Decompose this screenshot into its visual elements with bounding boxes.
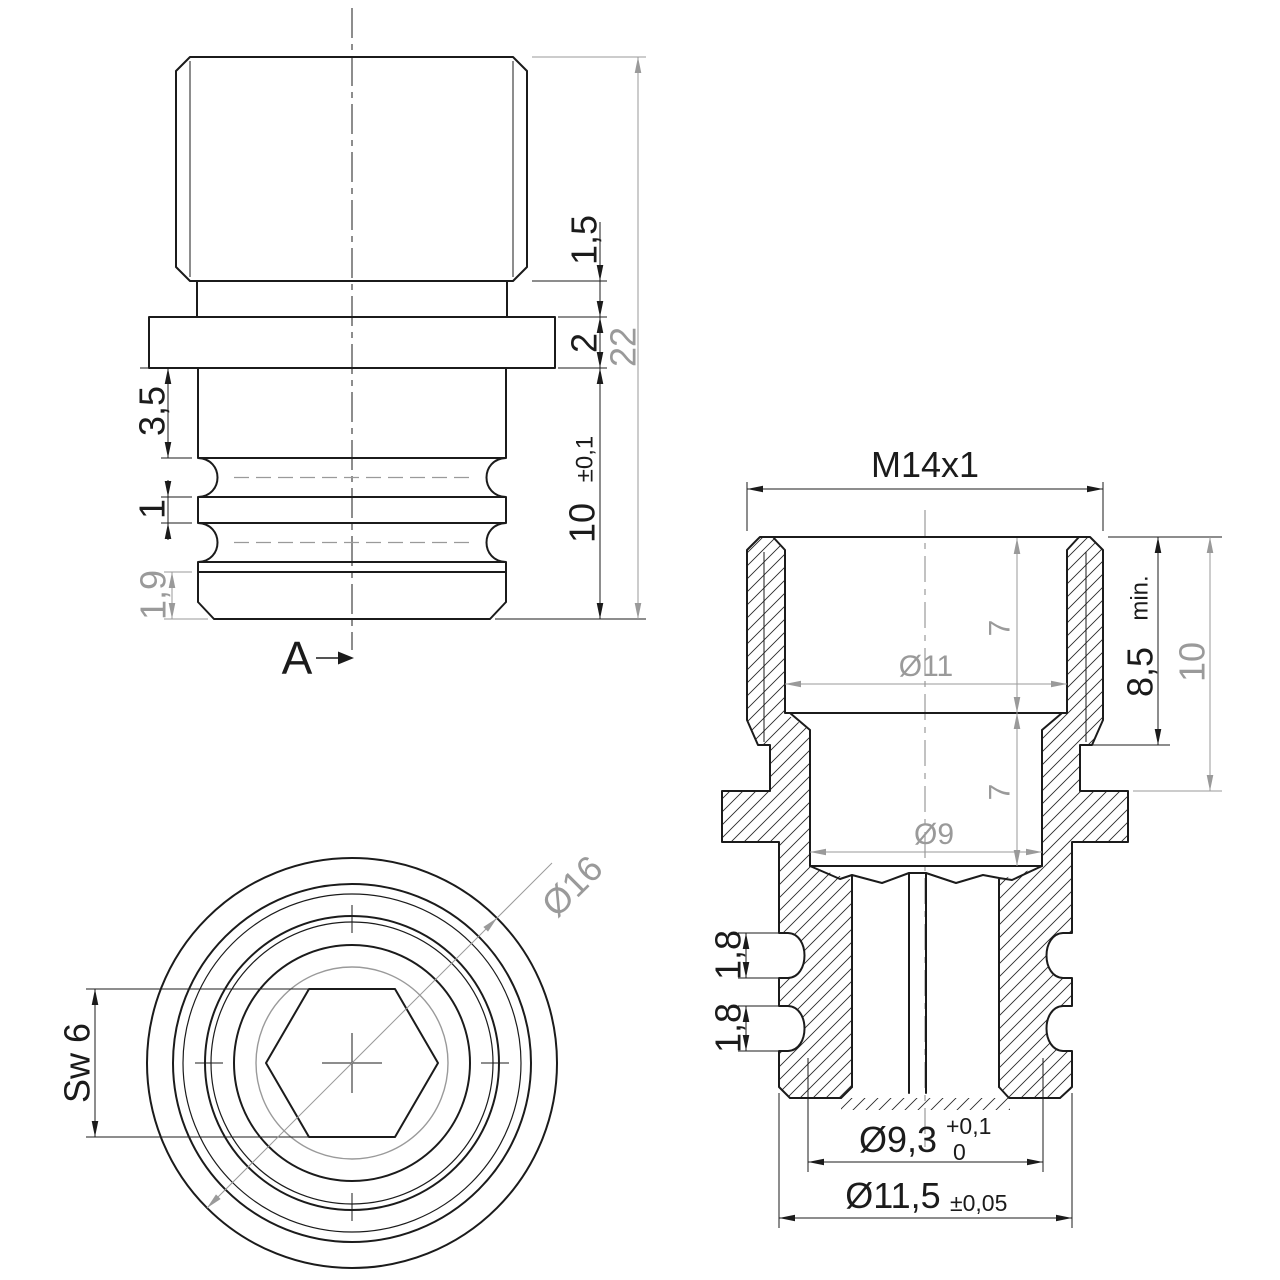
section-label: A bbox=[282, 632, 313, 684]
dim-overall-height: 22 bbox=[603, 327, 644, 367]
dim-thread-depth-suffix: min. bbox=[1127, 575, 1154, 620]
dim-groove2-width: 1,8 bbox=[708, 1003, 749, 1053]
hex-socket-lines bbox=[809, 865, 1043, 1094]
dim-body-height-tol: ±0,1 bbox=[572, 436, 599, 483]
dim-land-width: 1 bbox=[132, 499, 173, 519]
dim-thread: M14x1 bbox=[871, 444, 979, 485]
dim-ref-depth: 10 bbox=[1172, 642, 1213, 682]
dim-line-flange-dia bbox=[206, 917, 498, 1209]
section-view: M14x1 Ø11 7 7 Ø9 8,5 min. 10 1,8 1,8 Ø9,… bbox=[708, 444, 1222, 1228]
bottom-view: Sw 6 Ø16 bbox=[57, 847, 611, 1269]
extension-lines bbox=[140, 280, 646, 620]
dim-flange-dia: Ø16 bbox=[533, 847, 610, 924]
dim-bore-upper: Ø11 bbox=[899, 650, 953, 683]
thread-root-circle bbox=[182, 893, 522, 1233]
groove-centerlines bbox=[234, 476, 470, 544]
reference-extension-lines bbox=[164, 56, 646, 620]
dim-groove-root: Ø9,3 bbox=[859, 1119, 937, 1160]
dim-groove-root-tol-plus: +0,1 bbox=[946, 1113, 991, 1139]
thread-outline bbox=[175, 56, 528, 282]
dim-body-height: 10 bbox=[562, 503, 603, 543]
section-outer-profile bbox=[721, 536, 1129, 1099]
body-outline bbox=[197, 367, 507, 620]
flange-outline bbox=[148, 316, 556, 369]
dim-body-dia: Ø11,5 bbox=[845, 1175, 940, 1216]
dim-line-flange-dia-ext bbox=[496, 862, 553, 919]
thread-root-lines bbox=[189, 61, 514, 277]
dim-depth-upper: 7 bbox=[984, 620, 1017, 637]
thread-od-circle bbox=[172, 883, 532, 1243]
dim-groove1-width: 1,8 bbox=[708, 930, 749, 980]
dim-chamfer-band: 1,9 bbox=[133, 570, 174, 620]
dim-bore-lower: Ø9 bbox=[914, 818, 954, 851]
dim-thread-depth: 8,5 bbox=[1120, 647, 1161, 697]
dim-flange-thickness: 2 bbox=[564, 333, 605, 353]
dim-groove-root-tol-zero: 0 bbox=[953, 1139, 966, 1165]
section-arrow-head bbox=[338, 651, 354, 665]
thread-root-lines-section bbox=[763, 552, 1087, 742]
dim-hex-socket: Sw 6 bbox=[57, 1023, 98, 1103]
section-extension-lines bbox=[738, 482, 1222, 1228]
neck-outline bbox=[196, 280, 508, 318]
dim-neck-height: 1,5 bbox=[564, 215, 605, 265]
dim-depth-lower: 7 bbox=[984, 784, 1017, 801]
dim-body-dia-tol: ±0,05 bbox=[950, 1190, 1007, 1216]
side-elevation-view: 1,5 2 22 10 ±0,1 3,5 1 1,9 A bbox=[132, 8, 646, 684]
section-hatching bbox=[722, 537, 1128, 1110]
flange-circle bbox=[146, 857, 558, 1269]
dim-groove-offset: 3,5 bbox=[132, 386, 173, 436]
section-bores bbox=[772, 536, 1080, 867]
